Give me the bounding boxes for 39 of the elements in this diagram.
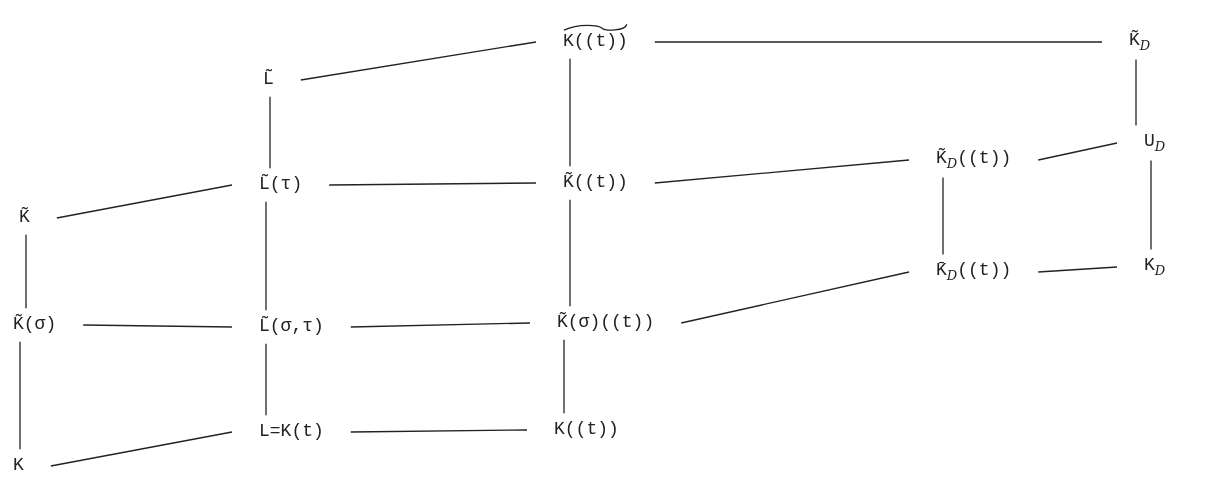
connector-line <box>328 182 537 186</box>
connector-line <box>569 58 571 167</box>
connector-line <box>680 271 910 324</box>
field-symbol: K$_{D}$ <box>1143 255 1167 279</box>
field-symbol: K((t)) <box>562 31 629 53</box>
field-symbol: K <box>12 455 25 477</box>
field-symbol: K̃ <box>18 207 31 229</box>
connector-line <box>1150 159 1152 251</box>
field-symbol: K̄$_{D}$((t)) <box>935 260 1013 284</box>
connector-line <box>19 341 21 450</box>
connector-line <box>654 159 910 184</box>
connector-line <box>1037 142 1118 161</box>
connector-line <box>1037 266 1118 273</box>
connector-line <box>265 343 267 416</box>
connector-line <box>300 41 537 81</box>
connector-line <box>569 199 571 307</box>
field-symbol: L=K(t) <box>258 421 325 443</box>
connector-line <box>25 234 27 309</box>
field-symbol: L̃ <box>262 69 275 91</box>
field-symbol: K̃(σ)((t)) <box>556 312 656 334</box>
connector-line <box>350 429 528 433</box>
connector-line <box>563 339 565 414</box>
field-symbol: K̃((t)) <box>562 172 629 194</box>
field-symbol: L̃(σ,τ) <box>258 316 325 338</box>
field-symbol: U$_{D}$ <box>1143 131 1167 155</box>
field-symbol: K̃$_{D}$((t)) <box>935 148 1013 172</box>
field-symbol: K̃(σ) <box>12 314 58 336</box>
connector-line <box>50 431 233 467</box>
connector-line <box>654 41 1103 43</box>
connector-line <box>942 176 944 256</box>
field-symbol: K̃$_{D}$ <box>1128 30 1152 54</box>
connector-line <box>265 201 267 311</box>
connector-line <box>56 184 233 219</box>
field-symbol: L̃(τ) <box>258 174 304 196</box>
connector-line <box>82 324 233 328</box>
connector-line <box>269 96 271 169</box>
connector-line <box>1135 58 1137 127</box>
connector-line <box>350 322 531 328</box>
field-symbol: K((t)) <box>553 419 620 441</box>
